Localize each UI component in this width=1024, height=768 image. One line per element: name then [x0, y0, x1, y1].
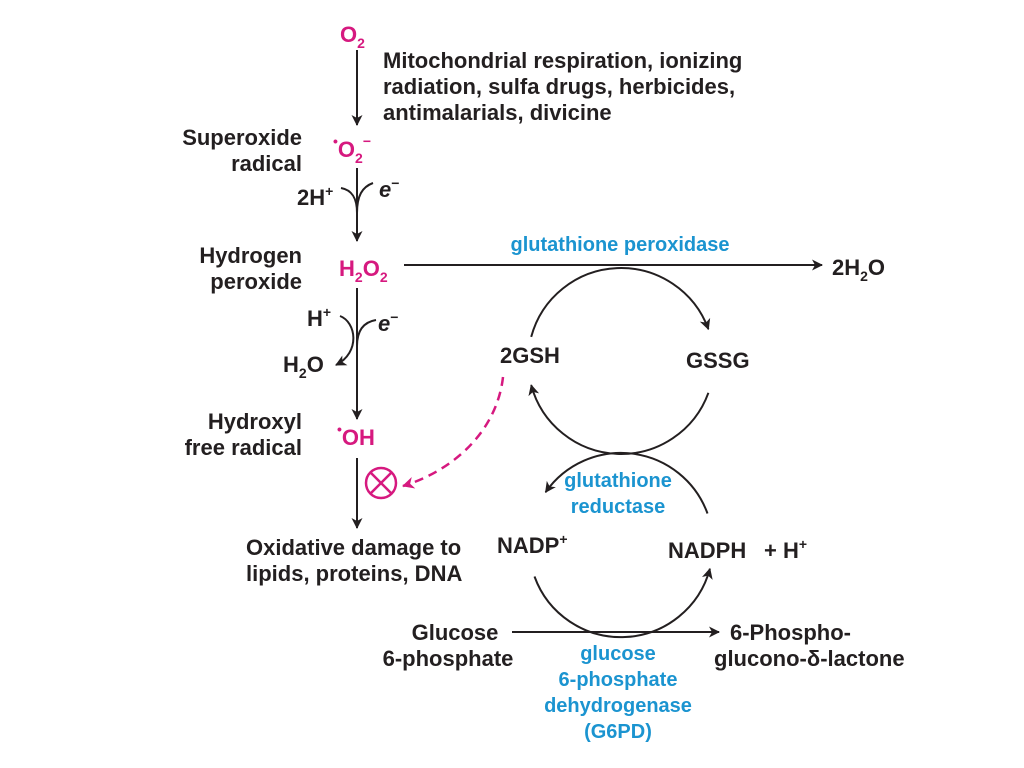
hydrogen-peroxide-formula: H2O2: [339, 256, 388, 285]
nadp-label: NADP+: [497, 531, 568, 558]
g6pd-enzyme-line-4: (G6PD): [584, 721, 652, 743]
proton-label: H+: [307, 304, 331, 331]
radical-dot: •: [333, 133, 338, 149]
g6pd-enzyme-line-3: dehydrogenase: [544, 695, 692, 717]
electron-input-curve: [356, 182, 374, 214]
glucose-6-phosphate-line-1: Glucose: [412, 620, 499, 645]
nadph-to-nadp-arc: [544, 451, 709, 514]
lactone-line-1: 6-Phospho-: [730, 620, 851, 645]
oxidized-glutathione-label: GSSG: [686, 348, 750, 373]
g6pd-enzyme-line-1: glucose: [580, 643, 656, 665]
lactone-line-2: glucono-δ-lactone: [714, 646, 905, 671]
ros-sources-line-2: radiation, sulfa drugs, herbicides,: [383, 74, 735, 99]
hydroxyl-name-line-2: free radical: [185, 435, 302, 460]
inhibition-icon: [364, 466, 398, 500]
oxygen-symbol: O: [340, 22, 357, 47]
plus-proton-label: + H+: [764, 536, 807, 563]
protons-label: 2H+: [297, 183, 333, 210]
gsh-to-gssg-arc: [530, 267, 711, 338]
water-product-label: 2H2O: [832, 255, 885, 284]
superoxide-name-line-1: Superoxide: [182, 125, 302, 150]
superoxide-formula: •O2−: [333, 133, 371, 166]
reduced-glutathione-label: 2GSH: [500, 343, 560, 368]
electron-input-curve-2: [356, 319, 377, 347]
glutathione-reductase-line-2: reductase: [571, 496, 666, 518]
hydrogen-peroxide-name-line-2: peroxide: [210, 269, 302, 294]
hydroxyl-formula: •OH: [337, 421, 375, 450]
electron-label: e−: [379, 175, 399, 202]
glutathione-reductase-line-1: glutathione: [564, 470, 672, 492]
ros-sources-line-3: antimalarials, divicine: [383, 100, 612, 125]
glucose-6-phosphate-line-2: 6-phosphate: [383, 646, 514, 671]
glutathione-peroxidase-label: glutathione peroxidase: [511, 234, 730, 256]
electron-label-2: e−: [378, 309, 398, 336]
ros-sources-line-1: Mitochondrial respiration, ionizing: [383, 48, 742, 73]
hydrogen-peroxide-name-line-1: Hydrogen: [199, 243, 302, 268]
proton-to-water-curve: [335, 315, 355, 366]
g6pd-enzyme-line-2: 6-phosphate: [559, 669, 678, 691]
oxygen-label: O2: [340, 22, 365, 51]
damage-line-1: Oxidative damage to: [246, 535, 461, 560]
gsh-inhibition-dashed-arrow: [402, 376, 505, 489]
damage-line-2: lipids, proteins, DNA: [246, 561, 462, 586]
superoxide-charge: −: [363, 133, 371, 149]
superoxide-name-line-2: radical: [231, 151, 302, 176]
water-byproduct-label: H2O: [283, 352, 324, 381]
nadp-to-nadph-arc: [533, 567, 713, 639]
hydroxyl-name-line-1: Hydroxyl: [208, 409, 302, 434]
superoxide-subscript: 2: [355, 150, 363, 166]
protons-input-curve: [340, 187, 358, 214]
nadph-label: NADPH: [668, 538, 746, 563]
superoxide-symbol: O: [338, 137, 355, 162]
oxygen-subscript: 2: [357, 35, 365, 51]
gssg-to-gsh-arc: [528, 384, 710, 455]
